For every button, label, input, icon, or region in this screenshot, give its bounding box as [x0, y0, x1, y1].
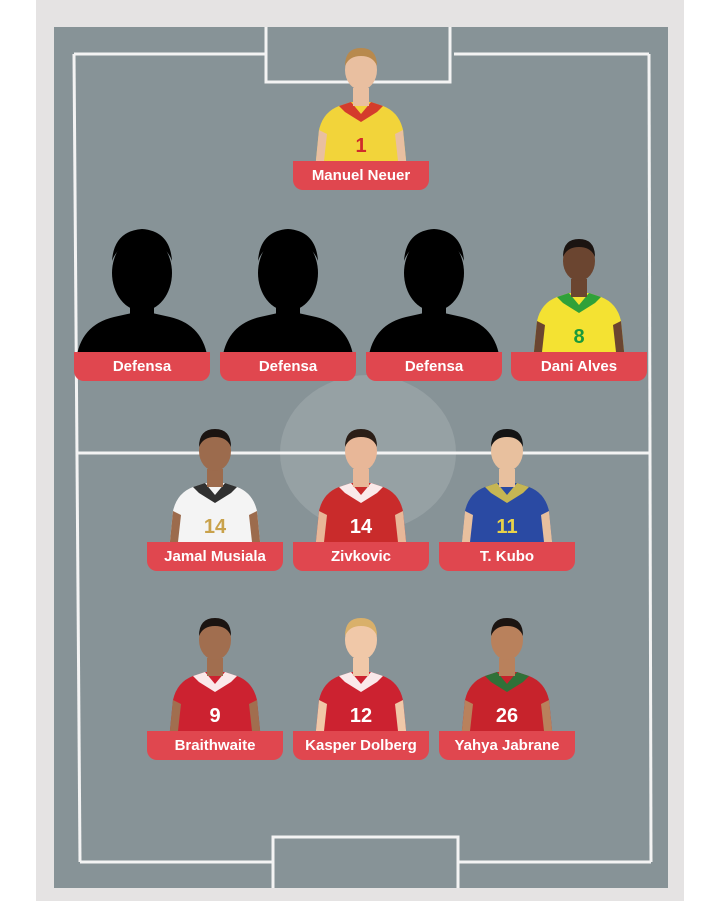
left-touchline: [72, 53, 82, 863]
player-photo: 1: [293, 30, 429, 170]
jersey-number: 8: [573, 326, 584, 348]
player-card-braithwaite[interactable]: 9 Braithwaite: [147, 600, 283, 760]
player-name: Braithwaite: [147, 731, 283, 760]
right-touchline: [647, 53, 653, 863]
player-card-kasper-dolberg[interactable]: 12 Kasper Dolberg: [293, 600, 429, 760]
player-card-yahya-jabrane[interactable]: 26 Yahya Jabrane: [439, 600, 575, 760]
placeholder-silhouette-icon: [220, 221, 356, 361]
placeholder-silhouette-icon: [74, 221, 210, 361]
player-name: T. Kubo: [439, 542, 575, 571]
player-photo: 26: [439, 600, 575, 740]
player-photo: 14: [147, 411, 283, 551]
bottom-goal-area: [271, 835, 460, 888]
jersey-number: 9: [209, 705, 220, 727]
jersey-number: 14: [204, 516, 227, 538]
player-card-jamal-musiala[interactable]: 14 Jamal Musiala: [147, 411, 283, 571]
player-card-defensa-2[interactable]: Defensa: [220, 221, 356, 381]
player-name: Yahya Jabrane: [439, 731, 575, 760]
jersey-number: 11: [496, 516, 517, 538]
player-card-manuel-neuer[interactable]: 1 Manuel Neuer: [293, 30, 429, 190]
player-name: Zivkovic: [293, 542, 429, 571]
player-name: Defensa: [366, 352, 502, 381]
player-photo: 9: [147, 600, 283, 740]
player-photo: 11: [439, 411, 575, 551]
player-photo: 8: [511, 221, 647, 361]
placeholder-silhouette-icon: [366, 221, 502, 361]
player-card-zivkovic[interactable]: 14 Zivkovic: [293, 411, 429, 571]
player-name: Defensa: [220, 352, 356, 381]
player-name: Dani Alves: [511, 352, 647, 381]
player-name: Manuel Neuer: [293, 161, 429, 190]
jersey-number: 14: [350, 516, 373, 538]
player-name: Defensa: [74, 352, 210, 381]
jersey-number: 26: [496, 705, 518, 727]
player-photo: 12: [293, 600, 429, 740]
player-card-dani-alves[interactable]: 8 Dani Alves: [511, 221, 647, 381]
player-card-defensa-1[interactable]: Defensa: [74, 221, 210, 381]
jersey-number: 12: [350, 705, 372, 727]
player-name: Kasper Dolberg: [293, 731, 429, 760]
player-name: Jamal Musiala: [147, 542, 283, 571]
jersey-number: 1: [355, 135, 366, 157]
player-card-t-kubo[interactable]: 11 T. Kubo: [439, 411, 575, 571]
player-photo: 14: [293, 411, 429, 551]
player-card-defensa-3[interactable]: Defensa: [366, 221, 502, 381]
